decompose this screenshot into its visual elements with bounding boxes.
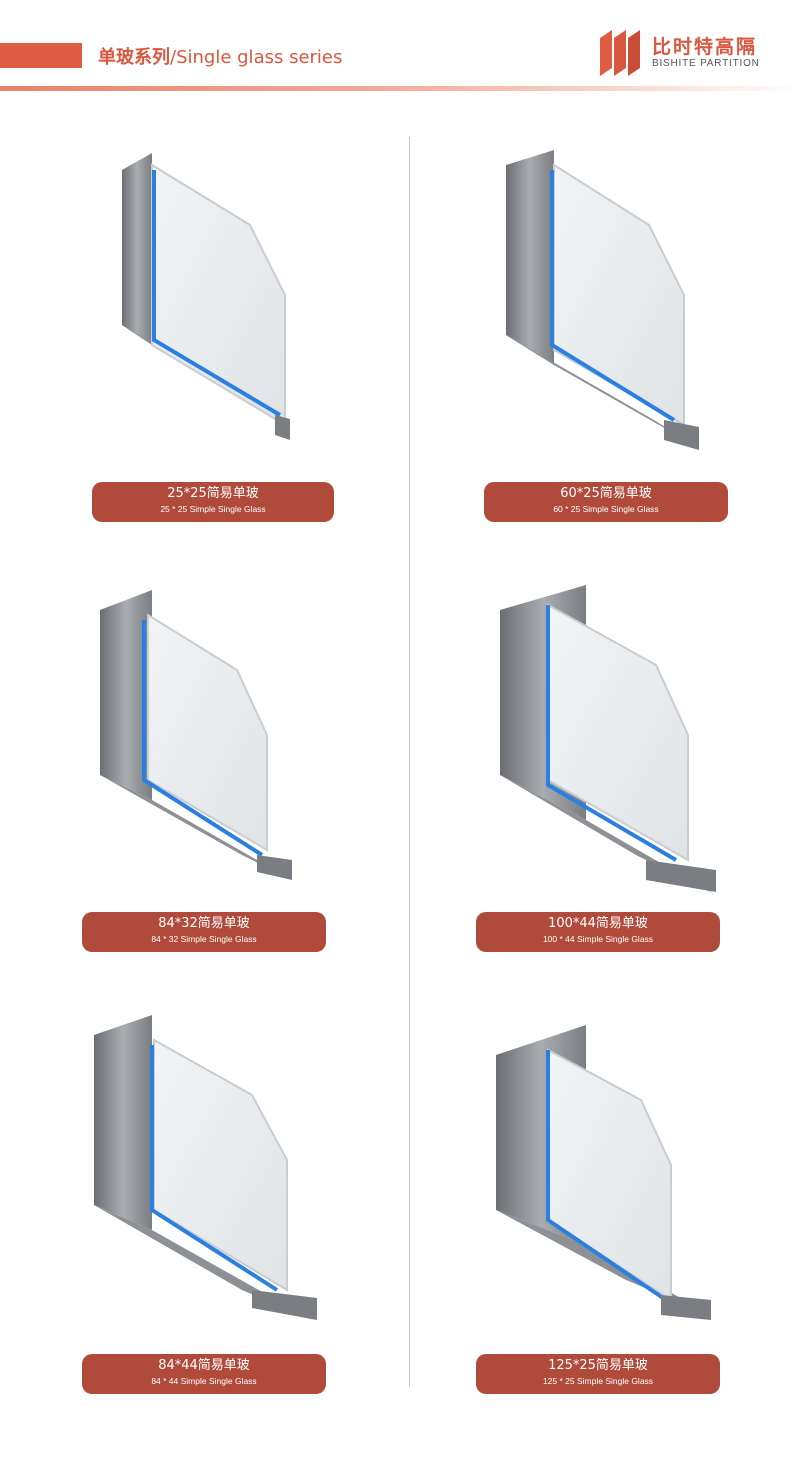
product-card: 60*25简易单玻 60 * 25 Simple Single Glass xyxy=(484,135,734,535)
product-card: 84*44简易单玻 84 * 44 Simple Single Glass xyxy=(82,1010,342,1395)
column-divider xyxy=(409,137,410,1387)
product-label-cn: 84*44简易单玻 xyxy=(158,1358,250,1373)
header-accent-block xyxy=(0,43,82,68)
brand-name-cn: 比时特高隔 xyxy=(652,36,758,58)
product-label-cn: 125*25简易单玻 xyxy=(548,1358,648,1373)
product-caption: 25*25简易单玻 25 * 25 Simple Single Glass xyxy=(92,482,334,522)
window-frame-illustration xyxy=(122,153,290,440)
page-title: 单玻系列/Single glass series xyxy=(98,44,342,72)
window-frame-illustration xyxy=(500,585,716,895)
page-title-en: Single glass series xyxy=(176,47,343,68)
header-gradient-line xyxy=(0,86,800,91)
product-caption: 84*32简易单玻 84 * 32 Simple Single Glass xyxy=(82,912,326,952)
window-frame-illustration xyxy=(100,590,292,880)
product-caption: 125*25简易单玻 125 * 25 Simple Single Glass xyxy=(476,1354,720,1394)
product-label-en: 100 * 44 Simple Single Glass xyxy=(542,934,654,944)
product-label-cn: 100*44简易单玻 xyxy=(548,916,648,931)
window-frame-illustration xyxy=(506,150,699,450)
brand-logo: 比时特高隔 BISHITE PARTITION xyxy=(598,28,798,76)
page-title-separator: / xyxy=(170,47,177,68)
product-label-cn: 60*25简易单玻 xyxy=(560,486,652,501)
product-card: 25*25简易单玻 25 * 25 Simple Single Glass xyxy=(90,135,340,535)
product-label-en: 60 * 25 Simple Single Glass xyxy=(553,504,659,514)
page-title-cn: 单玻系列 xyxy=(98,47,170,68)
product-label-en: 84 * 44 Simple Single Glass xyxy=(151,1376,257,1386)
product-label-en: 25 * 25 Simple Single Glass xyxy=(160,504,266,514)
product-caption: 60*25简易单玻 60 * 25 Simple Single Glass xyxy=(484,482,728,522)
product-label-cn: 84*32简易单玻 xyxy=(158,916,250,931)
product-card: 84*32简易单玻 84 * 32 Simple Single Glass xyxy=(82,580,342,955)
window-frame-illustration xyxy=(94,1015,317,1320)
product-label-cn: 25*25简易单玻 xyxy=(167,486,259,501)
brand-name-en: BISHITE PARTITION xyxy=(652,58,760,69)
product-label-en: 125 * 25 Simple Single Glass xyxy=(542,1376,654,1386)
window-frame-illustration xyxy=(496,1025,711,1320)
product-label-en: 84 * 32 Simple Single Glass xyxy=(151,934,257,944)
product-caption: 100*44简易单玻 100 * 44 Simple Single Glass xyxy=(476,912,720,952)
product-caption: 84*44简易单玻 84 * 44 Simple Single Glass xyxy=(82,1354,326,1394)
product-card: 125*25简易单玻 125 * 25 Simple Single Glass xyxy=(476,1010,736,1395)
stacked-panels-logo-icon xyxy=(600,30,640,76)
product-card: 100*44简易单玻 100 * 44 Simple Single Glass xyxy=(476,580,736,955)
